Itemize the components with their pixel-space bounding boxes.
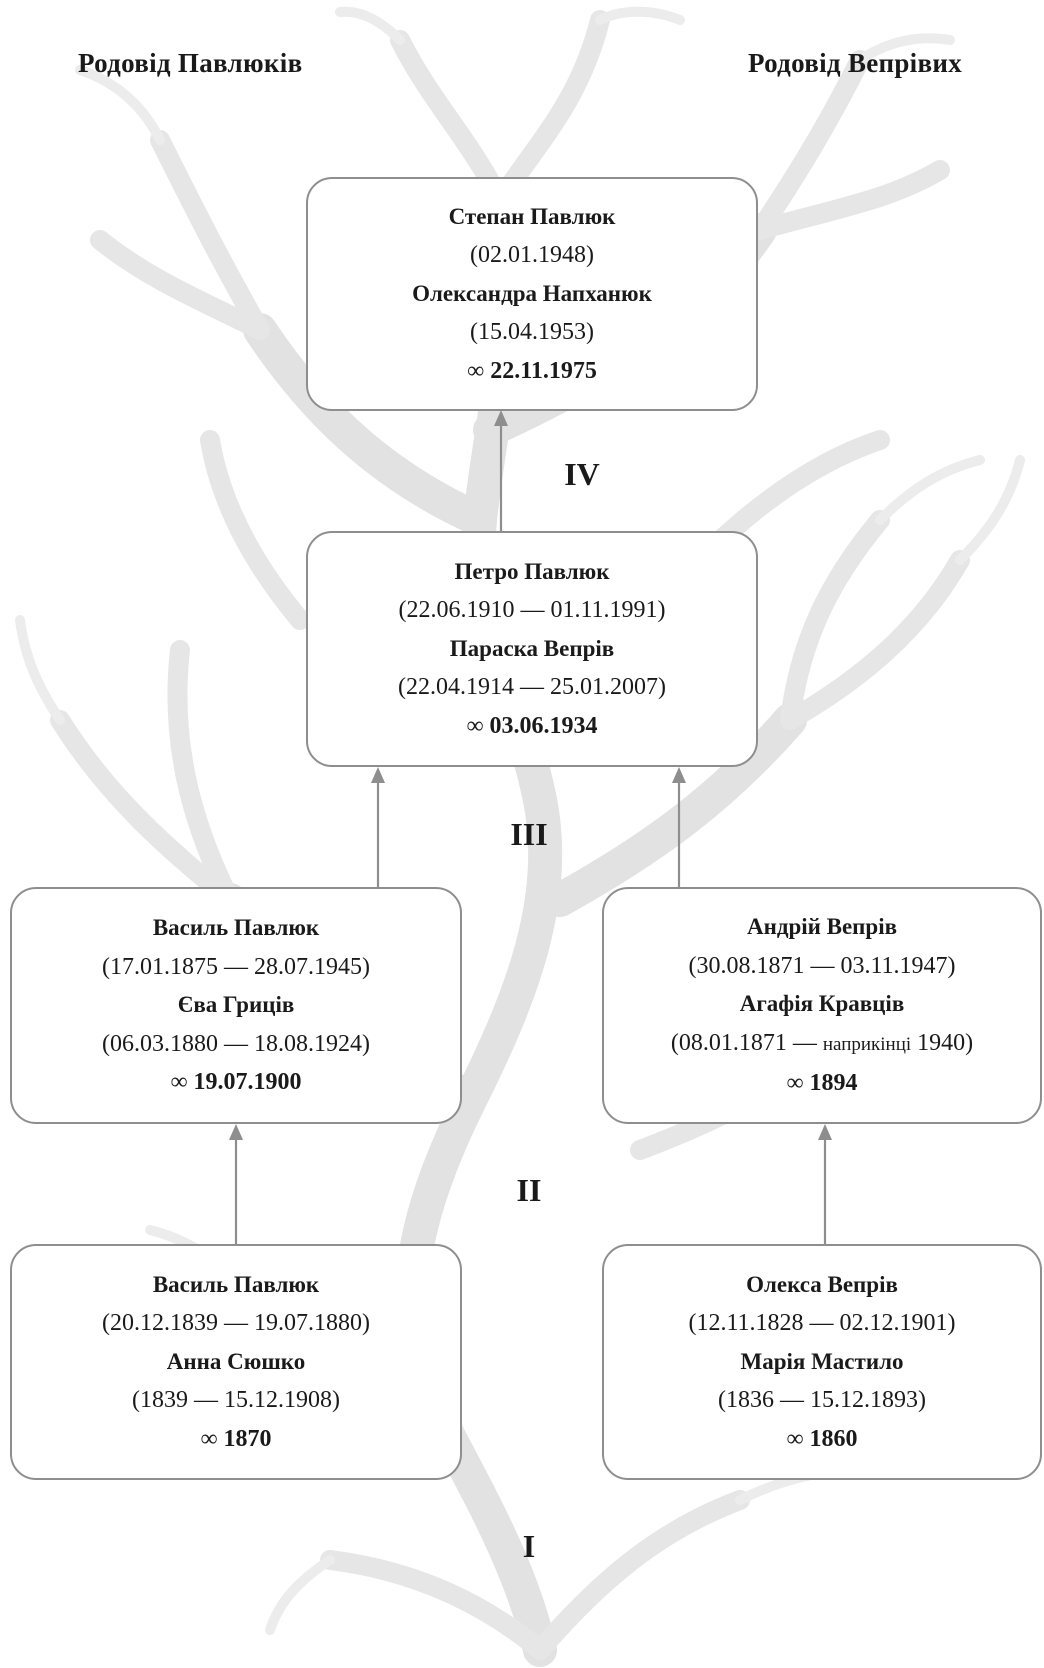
spouse-dates-start: (08.01.1871 — (670, 1029, 823, 1056)
arrowhead-gen2right-to-gen3 (672, 767, 686, 783)
couple-card-gen2-pavliuk: Василь Павлюк (17.01.1875 — 28.07.1945) … (10, 887, 462, 1124)
marriage-symbol: ∞ (786, 1070, 804, 1097)
marriage-line: ∞ 22.11.1975 (308, 352, 756, 391)
person-name: Василь Павлюк (152, 915, 320, 941)
person-dates: (17.01.1875 — 28.07.1945) (102, 953, 370, 980)
marriage-symbol: ∞ (467, 357, 485, 384)
arrowhead-gen3-to-gen4 (494, 410, 508, 426)
spouse-name: Анна Сюшко (166, 1348, 306, 1374)
spouse-name: Марія Мастило (740, 1348, 904, 1374)
couple-card-gen1-vepriv: Олекса Вепрів (12.11.1828 — 02.12.1901) … (602, 1244, 1042, 1480)
marriage-date: 03.06.1934 (489, 712, 598, 739)
spouse-name: Олександра Напханюк (412, 280, 652, 306)
spouse-dates: (22.04.1914 — 25.01.2007) (398, 674, 666, 701)
generation-label-i: I (522, 1528, 536, 1564)
arrowhead-gen1left-to-gen2left (229, 1124, 243, 1140)
marriage-line: ∞ 1894 (604, 1064, 1040, 1103)
person-dates: (22.06.1910 — 01.11.1991) (398, 597, 666, 624)
heading-pavliuk-lineage: Родовід Павлюків (78, 48, 303, 78)
marriage-symbol: ∞ (170, 1069, 188, 1096)
spouse-dates-end: 1940) (911, 1029, 974, 1056)
spouse-dates: (08.01.1871 — наприкінці 1940) (604, 1024, 1040, 1065)
marriage-symbol: ∞ (786, 1425, 804, 1452)
marriage-date: 19.07.1900 (193, 1069, 302, 1096)
heading-vepriv-lineage: Родовід Вепрівих (748, 48, 963, 78)
person-dates: (30.08.1871 — 03.11.1947) (688, 952, 956, 979)
spouse-dates: (15.04.1953) (470, 319, 594, 346)
spouse-dates: (1839 — 15.12.1908) (132, 1387, 340, 1414)
marriage-date: 1894 (809, 1070, 858, 1097)
person-name: Василь Павлюк (152, 1271, 320, 1297)
person-name: Степан Павлюк (448, 203, 616, 229)
person-name: Петро Павлюк (454, 558, 610, 584)
generation-label-iii: III (510, 816, 548, 852)
couple-card-gen1-pavliuk: Василь Павлюк (20.12.1839 — 19.07.1880) … (10, 1244, 462, 1480)
marriage-line: ∞ 1860 (604, 1420, 1040, 1459)
person-dates: (02.01.1948) (470, 242, 594, 269)
arrowhead-gen2left-to-gen3 (371, 767, 385, 783)
generation-label-ii: II (516, 1172, 542, 1208)
spouse-name: Єва Гриців (177, 992, 295, 1018)
spouse-dates: (1836 — 15.12.1893) (718, 1387, 926, 1414)
marriage-date: 1860 (809, 1425, 858, 1452)
person-dates: (20.12.1839 — 19.07.1880) (102, 1310, 370, 1337)
marriage-symbol: ∞ (200, 1425, 218, 1452)
couple-card-gen4: Степан Павлюк (02.01.1948) Олександра На… (306, 177, 758, 411)
marriage-line: ∞ 1870 (12, 1420, 460, 1459)
marriage-line: ∞ 03.06.1934 (308, 707, 756, 746)
arrowhead-gen1right-to-gen2right (818, 1124, 832, 1140)
person-name: Олекса Вепрів (746, 1271, 898, 1297)
spouse-dates-note: наприкінці (822, 1033, 912, 1055)
person-dates: (12.11.1828 — 02.12.1901) (688, 1310, 956, 1337)
person-name: Андрій Вепрів (746, 914, 898, 940)
generation-label-iv: IV (564, 456, 600, 492)
spouse-name: Параска Вепрів (449, 635, 615, 661)
spouse-name: Агафія Кравців (739, 991, 905, 1017)
spouse-dates: (06.03.1880 — 18.08.1924) (102, 1030, 370, 1057)
marriage-date: 1870 (223, 1425, 272, 1452)
marriage-line: ∞ 19.07.1900 (12, 1063, 460, 1102)
couple-card-gen2-vepriv: Андрій Вепрів (30.08.1871 — 03.11.1947) … (602, 887, 1042, 1124)
marriage-symbol: ∞ (466, 712, 484, 739)
marriage-date: 22.11.1975 (490, 357, 597, 384)
couple-card-gen3: Петро Павлюк (22.06.1910 — 01.11.1991) П… (306, 531, 758, 767)
